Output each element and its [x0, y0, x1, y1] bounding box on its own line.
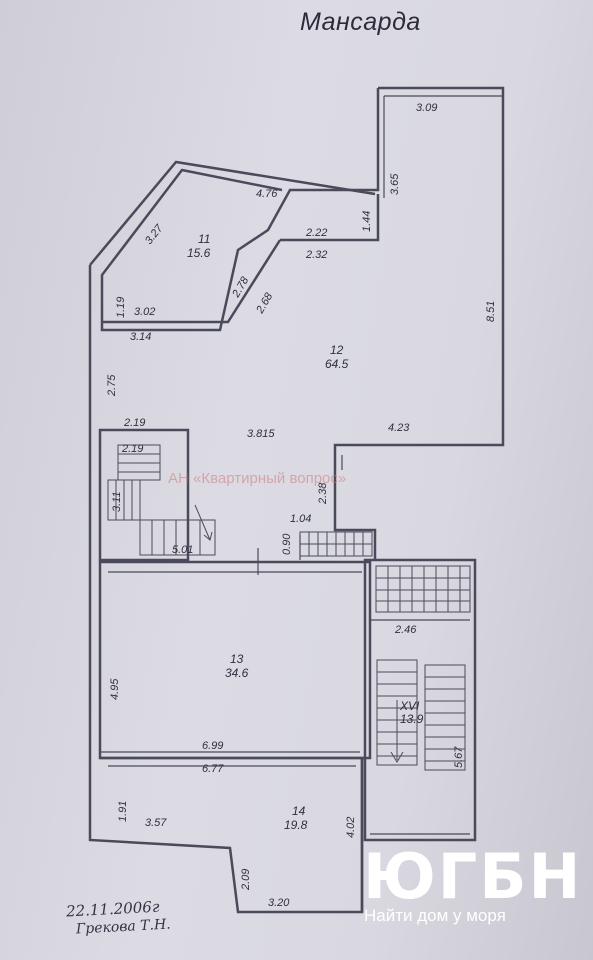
- brand-logo: ЮГБН: [363, 840, 583, 913]
- room-xvi-id: XVI: [399, 699, 420, 713]
- dim-label: 3.09: [416, 102, 437, 114]
- room-12-id: 12: [330, 343, 344, 357]
- dim-label: 3.27: [143, 222, 166, 247]
- dim-label: 2.75: [106, 374, 118, 397]
- dim-label: 4.95: [109, 678, 121, 700]
- room-13-area: 34.6: [225, 666, 249, 680]
- dim-label: 8.51: [485, 301, 497, 322]
- page-title: Мансарда: [300, 8, 421, 36]
- dim-label: 3.815: [247, 428, 275, 440]
- dim-label: 2.32: [305, 249, 327, 261]
- room-14-id: 14: [292, 804, 306, 818]
- dim-label: 5.01: [172, 544, 193, 556]
- dim-label: 3.57: [145, 817, 167, 829]
- dim-label: 1.44: [361, 211, 373, 232]
- room-11-id: 11: [198, 232, 210, 246]
- brand-slogan: Найти дом у моря: [364, 906, 506, 925]
- room-14-area: 19.8: [284, 818, 308, 832]
- dim-label: 6.77: [202, 763, 224, 775]
- dim-label: 1.19: [115, 297, 127, 318]
- room14-box: [100, 756, 364, 912]
- dim-label: 3.02: [134, 306, 155, 318]
- dim-label: 2.22: [305, 227, 327, 239]
- room-xvi-area: 13.9: [400, 712, 424, 726]
- dim-label: 2.19: [121, 443, 143, 455]
- west-wall: [89, 160, 376, 266]
- room13-box: [98, 560, 372, 760]
- dim-label: 1.04: [290, 513, 311, 525]
- dim-label: 4.23: [388, 422, 410, 434]
- watermark-text: АН «Квартирный вопрос»: [168, 470, 347, 487]
- west-long-wall: [88, 265, 364, 914]
- outer-wall-left: [100, 88, 380, 332]
- dim-label: 3.11: [111, 491, 123, 512]
- dim-label: 3.14: [130, 331, 151, 343]
- room-12-area: 64.5: [325, 357, 349, 371]
- dim-label: 2.09: [240, 869, 252, 891]
- dim-label: 3.65: [389, 173, 401, 195]
- stair-box: [98, 428, 190, 562]
- dim-label: 1.91: [117, 801, 129, 822]
- room-11-area: 15.6: [187, 246, 211, 260]
- dim-label: 6.99: [202, 740, 223, 752]
- room-13-id: 13: [230, 652, 244, 666]
- dim-label: 2.78: [230, 274, 252, 300]
- dim-label: 5.67: [453, 746, 465, 768]
- outer-wall: [333, 86, 505, 842]
- dim-label: 3.20: [268, 897, 290, 909]
- room11-slant: [102, 239, 282, 324]
- dim-label: 2.68: [254, 290, 276, 316]
- room11-inner: [280, 194, 380, 242]
- dim-label: 4.02: [345, 817, 357, 838]
- dim-label: 2.46: [394, 624, 417, 636]
- dim-label: 2.38: [317, 482, 329, 505]
- dim-label: 2.19: [123, 417, 145, 429]
- dim-label: 4.76: [256, 188, 278, 200]
- dim-label: 0.90: [281, 533, 293, 555]
